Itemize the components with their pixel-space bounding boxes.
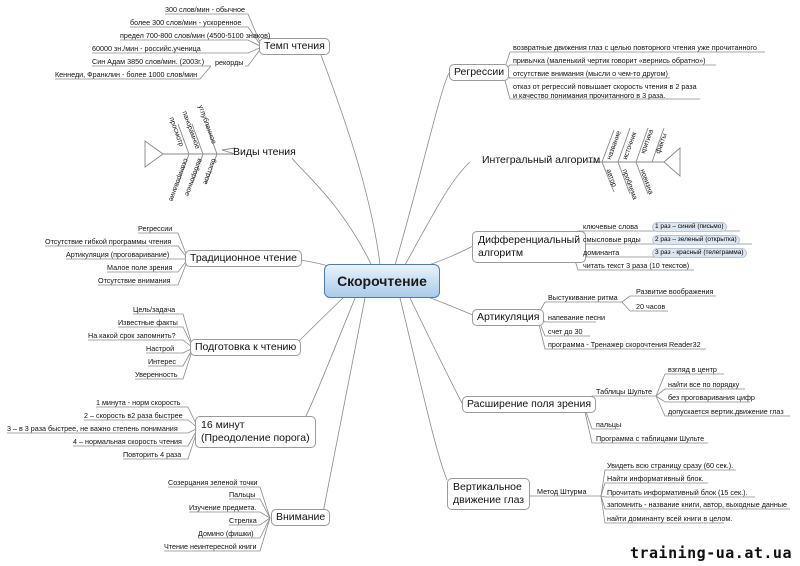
branch-tradicionnoe-chtenie[interactable]: Традиционное чтение <box>185 250 302 267</box>
leaf-podg-0: Цель/задача <box>133 305 176 314</box>
branch-podgotovka[interactable]: Подготовка к чтению <box>190 339 302 356</box>
leaf-min16-4: Повторить 4 раза <box>123 450 182 459</box>
leaf-diff-1-label: смысловые ряды <box>583 235 641 244</box>
branch-vert-line1: Вертикальное <box>453 481 522 493</box>
leaf-regr-3: отказ от регрессий повышает скорость чте… <box>513 82 697 91</box>
leaf-podg-3: Настрой <box>146 344 175 353</box>
leaf-temp-records: рекорды <box>215 58 244 67</box>
branch-16-minut-line1: 16 минут <box>201 419 245 431</box>
leaf-pole-schulte-2: без проговаривания цифр <box>668 393 755 402</box>
branch-artikulyaciya[interactable]: Артикуляция <box>472 309 545 326</box>
branch-16-minut[interactable]: 16 минут (Преодоление порога) <box>195 416 316 448</box>
leaf-pole-schulte-3: допускается вертик.движение глаз <box>668 407 784 416</box>
branch-rasshirenie-polya[interactable]: Расширение поля зрения <box>462 396 597 413</box>
leaf-vnim-2: Изучение предмета. <box>189 503 257 512</box>
leaf-trad-2: Артикуляция (проговаривание) <box>66 250 170 259</box>
leaf-podg-1: Известные факты <box>118 318 178 327</box>
leaf-vnim-3: Стрелка <box>229 516 257 525</box>
leaf-trad-4: Отсутствие внимания <box>98 276 171 285</box>
leaf-vnim-0: Созерцания зеленой точки <box>168 478 258 487</box>
leaf-diff-2-note: 3 раз - красный (телеграмма) <box>652 248 747 258</box>
fishbone-integr <box>588 127 681 195</box>
leaf-temp-0: 300 слов/мин - обычное <box>165 5 245 14</box>
branch-vertikalnoe[interactable]: Вертикальное движение глаз <box>447 478 531 510</box>
leaf-diff-2-label: доминанта <box>583 248 620 257</box>
leaf-pole-schulte-1: найти все по порядку <box>668 380 740 389</box>
leaf-artik-1: счет до 30 <box>548 327 583 336</box>
leaf-diff-1-note: 2 раз – зеленый (открытка) <box>652 235 740 245</box>
branch-16-minut-line2: (Преодоление порога) <box>201 432 310 444</box>
branch-vert-line2: движение глаз <box>453 494 525 506</box>
leaf-vert-3: запомнить - название книги, автор, выход… <box>607 500 787 509</box>
leaf-artik-rhythm-0: Развитие воображения <box>636 287 714 296</box>
leaf-vert-2: Прочитать информативный блок (15 сек.). <box>607 488 748 497</box>
leaf-min16-1: 2 – скорость в2 раза быстрее <box>84 411 183 420</box>
leaf-pole-0: пальцы <box>596 420 622 429</box>
leaf-artik-2: программа - Тренажер скорочтения Reader3… <box>548 340 701 349</box>
leaf-trad-0: Регрессии <box>138 224 173 233</box>
leaf-vert-1: Найти информативный блок. <box>607 474 704 483</box>
branch-diff-line1: Дифференциальный <box>478 234 581 246</box>
leaf-pole-schulte: Таблицы Шульте <box>596 387 652 396</box>
leaf-artik-rhythm: Выстукивание ритма <box>548 293 618 302</box>
branch-integralnyi[interactable]: Интегральный алгоритм <box>482 154 601 166</box>
leaf-vnim-1: Пальцы <box>229 490 256 499</box>
leaf-regr-2: отсутствие внимания (мысли о чем-то друг… <box>513 69 668 78</box>
branch-differencialnyi[interactable]: Дифференциальный алгоритм <box>472 231 587 263</box>
leaf-regr-0: возвратные движения глаз с целью повторн… <box>513 43 757 52</box>
leaf-diff-0-note: 1 раз – синий (письмо) <box>652 222 727 232</box>
leaf-vnim-5: Чтение неинтересной книги <box>164 542 257 551</box>
leaf-pole-1: Программа с таблицами Шульте <box>596 434 705 443</box>
branch-diff-line2: алгоритм <box>478 247 524 259</box>
leaf-temp-3: 60000 зн./мин - российс.учен­ица <box>92 44 201 53</box>
leaf-vert-method: Метод Штурма <box>537 487 587 496</box>
leaf-podg-2: На какой срок запомнить? <box>88 331 176 340</box>
central-topic[interactable]: Скорочтение <box>324 264 440 298</box>
leaf-vnim-4: Домино (фишки) <box>198 529 254 538</box>
leaf-podg-5: Уверенность <box>135 370 178 379</box>
leaf-min16-2: 3 – в 3 раза быстрее, не важно степень п… <box>7 424 178 433</box>
leaf-temp-4: Син Адам 3850 слов/мин. (2003г.) <box>92 57 205 66</box>
leaf-min16-0: 1 минута - норм скорость <box>96 398 181 407</box>
branch-vidy-chteniya[interactable]: Виды чтения <box>233 146 296 158</box>
leaf-diff-0-label: ключевые слова <box>583 222 638 231</box>
leaf-trad-3: Малое поле зрения <box>107 263 173 272</box>
leaf-podg-4: Интерес <box>148 357 176 366</box>
branch-temp-chteniya[interactable]: Темп чтения <box>259 38 330 55</box>
leaf-temp-2: предел 700-800 слов/мин (4500-5100 знако… <box>120 31 271 40</box>
leaf-temp-1: более 300 слов/мин - ускоренное <box>130 18 242 27</box>
leaf-trad-1: Отсутствие гибкой программы чтения <box>45 237 172 246</box>
leaf-diff-3-label: читать текст 3 раза (10 текстов) <box>583 261 690 270</box>
leaf-vert-4: найти доминанту всей книги в целом. <box>607 514 733 523</box>
leaf-vert-0: Увидеть всю страницу сразу (60 сек.). <box>607 461 734 470</box>
leaf-pole-schulte-0: взгляд в центр <box>668 365 717 374</box>
fishbone-vidy <box>144 123 236 185</box>
leaf-min16-3: 4 – нормальная скорость чтения <box>73 437 182 446</box>
leaf-regr-1: привычка (маленький чертик говорит «верн… <box>513 56 706 65</box>
leaf-temp-5: Кеннеди, Франклин - более 1000 слов/мин <box>55 70 198 79</box>
leaf-artik-0: напевание песни <box>548 313 606 322</box>
leaf-regr-4: и качество понимания прочитанного в 3 ра… <box>513 91 666 100</box>
branch-vnimanie[interactable]: Внимание <box>271 509 331 526</box>
leaf-artik-rhythm-1: 20 часов <box>636 302 666 311</box>
watermark-text: training-ua.at.ua <box>629 544 792 562</box>
branch-regressii[interactable]: Регрессии <box>449 64 510 81</box>
